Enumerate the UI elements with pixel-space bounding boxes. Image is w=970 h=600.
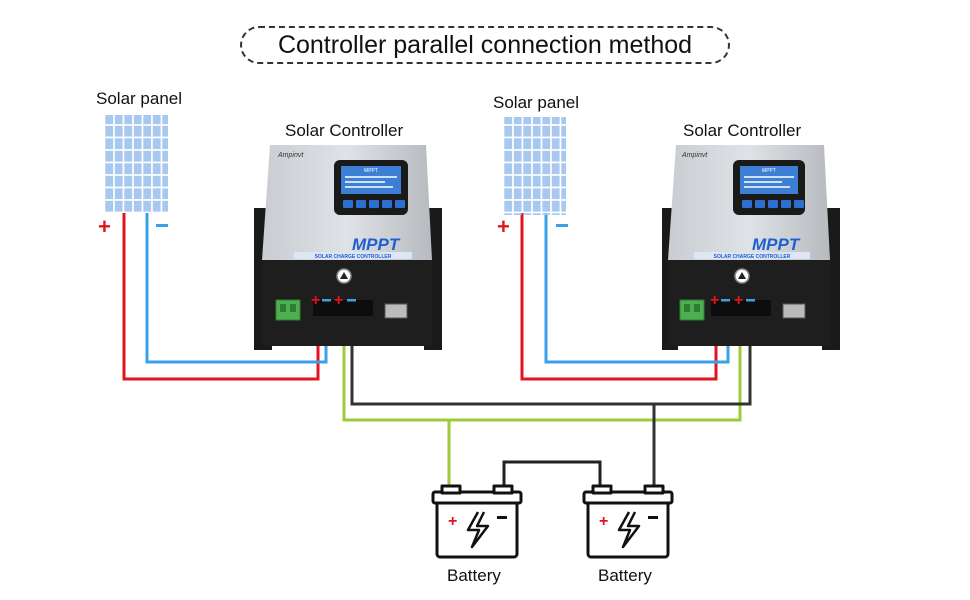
- panel2-plus-sign: +: [497, 214, 510, 239]
- panel2-minus-sign: [556, 224, 568, 227]
- solar-panel-label-2: Solar panel: [493, 93, 580, 112]
- ctrl1-battery-negative-wire: [350, 316, 752, 406]
- solar-panel-1: [105, 115, 168, 213]
- solar-controller-2: MPPT Ampinvt MPPT SOLAR CHARGE CONTROLLE…: [662, 145, 840, 350]
- controller-label-2: Solar Controller: [683, 121, 802, 140]
- battery-label-1: Battery: [447, 566, 501, 585]
- panel1-minus-sign: [156, 224, 168, 227]
- svg-text:+: +: [734, 292, 743, 309]
- panel1-plus-sign: +: [98, 214, 111, 239]
- svg-text:MPPT: MPPT: [762, 168, 776, 174]
- svg-text:Ampinvt: Ampinvt: [277, 152, 304, 159]
- battery-link-wire: [502, 460, 602, 492]
- solar-controller-1: MPPT Ampinvt MPPT SOLAR CHARGE CONTROLLE…: [254, 145, 442, 350]
- svg-text:SOLAR CHARGE CONTROLLER: SOLAR CHARGE CONTROLLER: [315, 254, 392, 260]
- diagram-title: Controller parallel connection method: [240, 26, 730, 64]
- svg-text:+: +: [334, 292, 343, 309]
- battery2-minus: [648, 516, 658, 519]
- svg-text:MPPT: MPPT: [752, 235, 801, 254]
- solar-panel-label-1: Solar panel: [96, 89, 183, 108]
- svg-text:Ampinvt: Ampinvt: [681, 152, 708, 159]
- svg-text:MPPT: MPPT: [364, 168, 378, 174]
- battery1-plus: +: [448, 513, 457, 530]
- battery-label-2: Battery: [598, 566, 652, 585]
- solar-panel-2: [503, 117, 566, 215]
- panel1-positive-wire: [122, 213, 320, 381]
- battery1-minus: [497, 516, 507, 519]
- battery-2: [582, 484, 674, 559]
- svg-text:SOLAR CHARGE CONTROLLER: SOLAR CHARGE CONTROLLER: [714, 254, 791, 260]
- svg-text:MPPT: MPPT: [352, 235, 401, 254]
- svg-text:+: +: [710, 292, 719, 309]
- battery-1: [431, 484, 523, 559]
- battery2-plus: +: [599, 513, 608, 530]
- svg-text:+: +: [311, 292, 320, 309]
- panel2-positive-wire: [520, 213, 718, 381]
- ctrl1-battery-positive-wire: [342, 316, 742, 422]
- controller-label-1: Solar Controller: [285, 121, 404, 140]
